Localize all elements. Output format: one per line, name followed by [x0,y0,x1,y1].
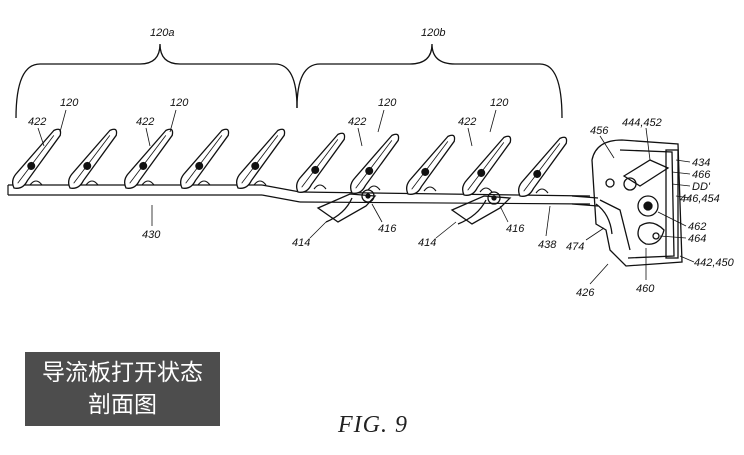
brace-120b [296,43,563,119]
label-430: 430 [142,229,161,241]
vane-mount [197,180,211,186]
vane [517,136,568,197]
vane-mount [141,180,155,186]
label-446-454: 446,454 [680,193,720,205]
vane [295,132,346,193]
vane-mount [423,186,437,192]
label-120-3: 120 [378,97,397,109]
label-462: 462 [688,221,706,233]
brace-120a [15,43,298,119]
label-444-452: 444,452 [622,117,662,129]
vane [405,134,456,195]
vane-mount [367,185,381,191]
vane [67,128,118,189]
vane-mount [29,180,43,186]
vane [179,128,230,189]
vane-mount [313,184,327,190]
label-416-1: 416 [378,223,397,235]
label-466: 466 [692,169,711,181]
label-414-1: 414 [292,237,310,249]
leader-lines [37,109,695,285]
actuator-housing [571,139,683,267]
vane-mount [253,180,267,186]
vane [11,128,62,189]
label-474: 474 [566,241,584,253]
label-414-2: 414 [418,237,436,249]
vane-group [11,128,568,197]
label-464: 464 [688,233,706,245]
label-422-1: 422 [28,116,46,128]
label-422-3: 422 [348,116,366,128]
label-426: 426 [576,287,595,299]
label-434: 434 [692,157,710,169]
label-422-2: 422 [136,116,154,128]
label-438: 438 [538,239,557,251]
label-460: 460 [636,283,655,295]
linkage-414-left [316,189,377,223]
vane [349,133,400,194]
vane-mount [85,180,99,186]
label-dd: DD' [692,181,711,193]
vane-mount [479,187,493,193]
group-label-120b: 120b [421,27,445,39]
label-120-1: 120 [60,97,79,109]
label-422-4: 422 [458,116,476,128]
vane-mount [535,188,549,194]
vane [123,128,174,189]
label-456: 456 [590,125,609,137]
caption-line-1: 导流板打开状态 [42,360,203,386]
vane [235,128,286,189]
label-416-2: 416 [506,223,525,235]
group-label-120a: 120a [150,27,174,39]
label-442-450: 442,450 [694,257,735,269]
figure-title: FIG. 9 [338,412,408,438]
label-120-2: 120 [170,97,189,109]
caption-line-2: 剖面图 [88,392,157,418]
vane [461,135,512,196]
caption-box: 导流板打开状态 剖面图 [25,352,220,426]
linkage-414-right [450,191,512,225]
label-120-4: 120 [490,97,509,109]
